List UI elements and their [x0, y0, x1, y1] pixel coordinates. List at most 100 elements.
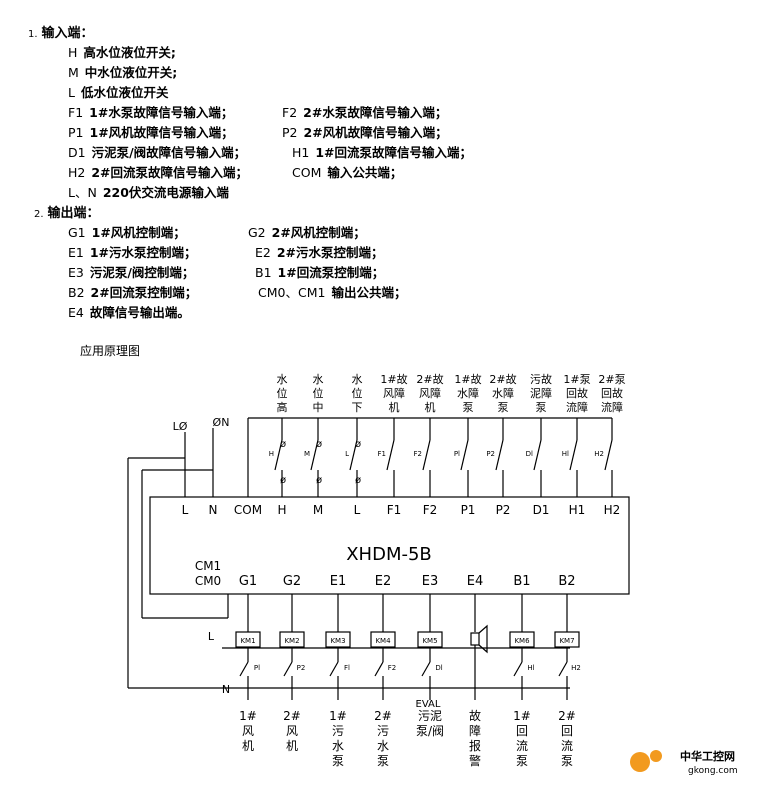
- output-caption: 水: [332, 739, 344, 753]
- terminal-code: M: [68, 65, 79, 80]
- contact-label: P2: [297, 664, 306, 672]
- output-caption: 2#: [374, 709, 392, 723]
- switch-contact: [460, 439, 469, 471]
- terminal-description: 1#回流泵控制端；: [277, 265, 385, 280]
- switch-contact: [349, 439, 358, 471]
- liquid-sensor-symbol: ø: [280, 439, 286, 450]
- switch-contact: [569, 439, 578, 471]
- terminal-description: 1#风机故障信号输入端；: [89, 125, 234, 140]
- terminal-code: F1: [68, 105, 84, 120]
- contact-label: Dl: [435, 664, 442, 672]
- terminal-code: D1: [68, 145, 86, 160]
- input-caption: 回故: [566, 386, 588, 400]
- output-caption: 2#: [283, 709, 301, 723]
- output-caption: 流: [516, 739, 528, 753]
- input-caption: 水障: [457, 386, 479, 400]
- outputs-title: 2.输出端：: [34, 206, 100, 221]
- output-terminal: CM0: [195, 574, 221, 588]
- liquid-sensor-symbol: ø: [316, 475, 322, 486]
- input-caption: 位: [313, 386, 324, 400]
- input-terminal: H1: [569, 503, 586, 517]
- input-caption: 水障: [492, 386, 514, 400]
- output-caption: 泵/阀: [416, 724, 444, 738]
- output-terminal: G1: [239, 574, 257, 589]
- output-caption: 污: [377, 724, 389, 738]
- input-caption: 高: [277, 400, 288, 414]
- terminal-description: 2#风机控制端；: [271, 225, 366, 240]
- output-terminal: E3: [422, 574, 439, 589]
- switch-contact: [386, 439, 395, 471]
- terminal-description: 1#回流泵故障信号输入端；: [315, 145, 473, 160]
- input-caption: 水: [352, 373, 363, 386]
- relay-contact: [421, 661, 431, 677]
- input-caption: 2#故: [489, 372, 516, 386]
- output-terminal: G2: [283, 574, 301, 589]
- input-terminal: COM: [234, 503, 262, 517]
- output-caption: 污泥: [418, 709, 442, 723]
- input-caption: 1#泵: [563, 373, 590, 386]
- relay-contact: [513, 661, 523, 677]
- output-caption: 警: [469, 753, 481, 768]
- input-caption: 泵: [498, 401, 509, 414]
- terminal-description: 1#污水泵控制端；: [89, 245, 197, 260]
- switch-label: P2: [486, 450, 495, 458]
- input-caption: 泥障: [530, 386, 552, 400]
- output-caption: 1#: [513, 709, 531, 723]
- relay-label: KM3: [330, 637, 345, 645]
- terminal-description: 输入公共端；: [327, 165, 403, 180]
- input-terminal: F2: [423, 503, 438, 517]
- terminal-code: L、N: [68, 185, 97, 200]
- input-terminal: L: [182, 503, 189, 517]
- input-terminal: P1: [461, 503, 476, 517]
- terminal-code: B2: [68, 285, 85, 300]
- terminal-description: 2#风机故障信号输入端；: [303, 125, 448, 140]
- contact-label: Fl: [344, 664, 350, 672]
- input-caption: 水: [277, 373, 288, 386]
- output-caption: 污: [332, 724, 344, 738]
- output-caption: 泵: [332, 754, 344, 768]
- input-caption: 1#故: [454, 372, 481, 386]
- terminal-code: H2: [68, 165, 86, 180]
- input-caption: 流障: [566, 400, 588, 414]
- relay-label: KM5: [422, 637, 437, 645]
- load-N-label: N: [222, 683, 230, 696]
- terminal-description: 2#回流泵故障信号输入端；: [91, 165, 249, 180]
- output-line: B2 2#回流泵控制端；: [68, 282, 197, 301]
- input-caption: 机: [425, 400, 436, 414]
- relay-contact: [558, 661, 568, 677]
- brand-watermark: 中华工控网: [680, 749, 735, 763]
- terminal-description: 输出公共端；: [331, 285, 407, 300]
- relay-label: KM7: [559, 637, 574, 645]
- terminal-description: 高水位液位开关;: [83, 45, 176, 60]
- input-caption: 污故: [530, 372, 552, 386]
- output-terminal: CM1: [195, 559, 221, 573]
- output-caption: 流: [561, 739, 573, 753]
- input-caption: 泵: [463, 401, 474, 414]
- terminal-description: 2#回流泵控制端；: [90, 285, 198, 300]
- output-caption: 1#: [329, 709, 347, 723]
- terminal-code: P1: [68, 125, 84, 140]
- relay-label: KM1: [240, 637, 255, 645]
- input-caption: 中: [313, 401, 324, 414]
- output-caption: 回: [561, 724, 573, 738]
- input-terminal: F1: [387, 503, 402, 517]
- terminal-code: H: [68, 45, 78, 60]
- input-terminal: H2: [604, 503, 621, 517]
- terminal-description: 污泥泵/阀控制端；: [89, 265, 195, 280]
- gear-icon: [630, 752, 650, 772]
- liquid-sensor-symbol: ø: [316, 439, 322, 450]
- output-caption: 机: [286, 739, 298, 753]
- diagram-caption: 应用原理图: [80, 344, 141, 358]
- alarm-speaker-icon: [470, 632, 480, 646]
- relay-contact: [239, 661, 249, 677]
- terminal-description: 污泥泵/阀故障信号输入端；: [91, 145, 247, 160]
